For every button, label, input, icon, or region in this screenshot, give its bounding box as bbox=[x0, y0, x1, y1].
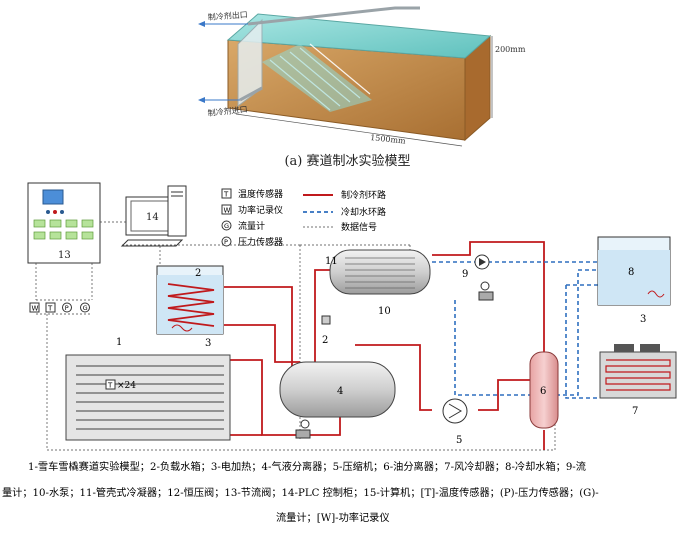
label-14: 14 bbox=[146, 212, 159, 223]
small-devices bbox=[295, 281, 494, 439]
height-dimension: 200mm bbox=[495, 45, 526, 54]
label-4: 4 bbox=[337, 386, 343, 397]
figure-caption-a: (a) 赛道制冰实验模型 bbox=[284, 154, 411, 169]
legend-symbol-w: W bbox=[224, 207, 231, 215]
label-11: 11 bbox=[325, 256, 338, 267]
inlet-label: 制冷剂进口 bbox=[207, 104, 248, 118]
cooling-water-tank bbox=[597, 236, 671, 306]
ice-track-evaporator bbox=[65, 354, 231, 441]
label-1: 1 bbox=[116, 337, 122, 348]
signal-lines bbox=[35, 221, 556, 451]
label-2: 2 bbox=[195, 268, 201, 279]
legend-water-loop: 冷却水环路 bbox=[341, 206, 386, 218]
label-3: 3 bbox=[205, 338, 211, 349]
legend-pressure-sensor: 压力传感器 bbox=[238, 236, 283, 248]
legend-line-3: 流量计；[W]-功率记录仪 bbox=[276, 511, 390, 524]
length-dimension: 1500mm bbox=[370, 133, 407, 146]
legend-power-recorder: 功率记录仪 bbox=[238, 204, 283, 216]
label-10: 10 bbox=[378, 306, 391, 317]
load-water-tank bbox=[156, 265, 224, 335]
symbol-g-1: G bbox=[83, 304, 88, 312]
plc-cabinet bbox=[27, 182, 101, 264]
label-5: 5 bbox=[456, 435, 462, 446]
computer bbox=[120, 185, 187, 247]
water-pump bbox=[474, 254, 490, 270]
legend-flow-meter: 流量计 bbox=[238, 220, 265, 232]
shell-tube-condenser bbox=[329, 249, 431, 295]
label-3b: 3 bbox=[640, 314, 646, 325]
legend-line-2: 量计；10-水泵；11-管壳式冷凝器；12-恒压阀；13-节流阀；14-PLC … bbox=[2, 486, 599, 499]
legend-refrigerant-loop: 制冷剂环路 bbox=[341, 189, 386, 201]
track-sensor-count: ×24 bbox=[117, 381, 136, 391]
chilled-water-loop bbox=[432, 261, 598, 399]
outlet-label: 制冷剂出口 bbox=[207, 9, 248, 22]
label-6: 6 bbox=[540, 386, 546, 397]
label-2b: 2 bbox=[322, 335, 328, 346]
label-7: 7 bbox=[632, 406, 638, 417]
label-8: 8 bbox=[628, 267, 634, 278]
oil-separator bbox=[529, 351, 559, 429]
air-cooler bbox=[599, 344, 677, 399]
symbol-p-1: P bbox=[65, 304, 69, 312]
legend-line-1: 1-雪车雪橇赛道实验模型；2-负载水箱；3-电加热；4-气液分离器；5-压缩机；… bbox=[28, 460, 586, 473]
legend-temp-sensor: 温度传感器 bbox=[238, 188, 283, 200]
gas-liquid-separator bbox=[279, 361, 396, 418]
legend-symbol-g: G bbox=[224, 222, 229, 230]
track-symbol-t: T bbox=[107, 382, 113, 390]
ice-track-model bbox=[198, 6, 493, 147]
diagram-legend bbox=[221, 188, 333, 247]
legend-data-signal: 数据信号 bbox=[341, 221, 377, 233]
symbol-w-1: W bbox=[32, 305, 39, 313]
legend-symbol-p: P bbox=[224, 238, 228, 246]
label-13: 13 bbox=[58, 250, 71, 261]
compressor bbox=[442, 398, 468, 424]
label-9: 9 bbox=[462, 269, 468, 280]
plc-sensor-symbols bbox=[29, 302, 90, 313]
symbol-t-1: T bbox=[47, 305, 53, 313]
refrigerant-loop bbox=[224, 241, 545, 450]
legend-symbol-t: T bbox=[223, 191, 229, 199]
